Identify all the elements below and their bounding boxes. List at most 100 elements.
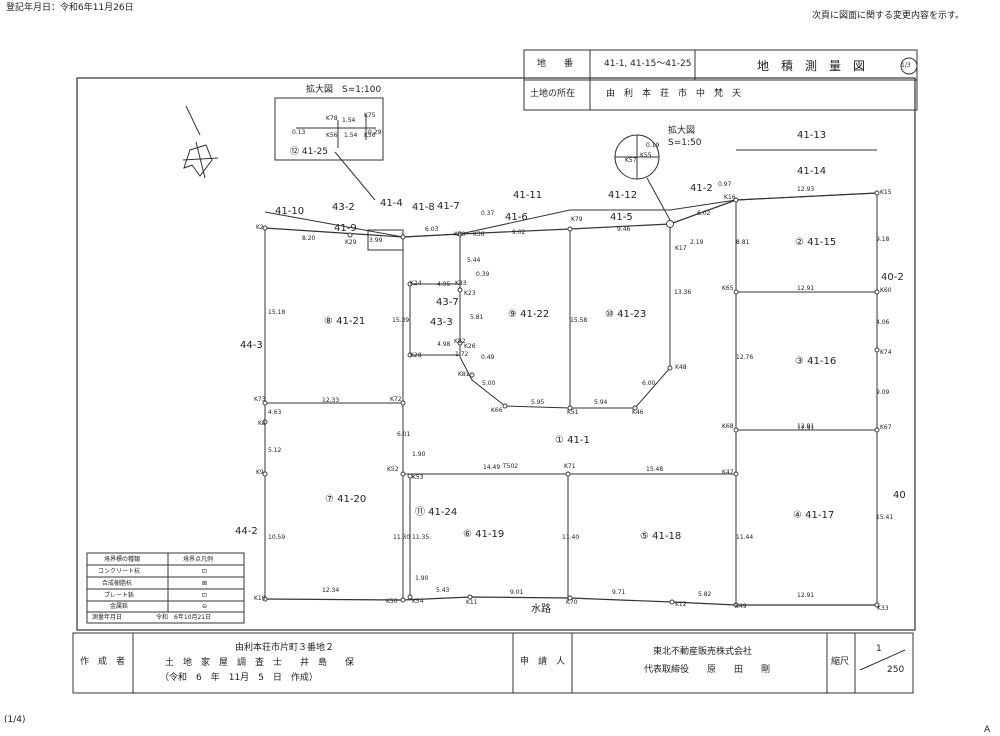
distance-label: 15.18 [268,309,286,316]
distance-label: 9.18 [876,236,890,243]
legend-symbol: ⊡ [202,592,208,599]
neighbor-lot: 41-9 [334,223,357,234]
enlarged-2-k2: K55 [640,152,652,159]
point-label: K15 [880,189,892,196]
lot-label: ⑩ 41-23 [605,309,647,320]
distance-label: 5.81 [470,314,484,321]
legend-header-type: 境界標の種類 [104,556,141,563]
distance-label: 5.12 [268,447,282,454]
enlarged-1-n4: 0.29 [368,129,382,136]
distance-label: 10.59 [268,534,286,541]
enlarged-1-k3: K75 [364,112,376,119]
legend-type: 金属鋲 [110,603,129,610]
lot-label: 43-3 [430,317,453,328]
distance-label: 4.06 [876,319,890,326]
legend-type: 合成樹脂杭 [102,580,133,587]
point-label: K11 [466,599,478,606]
scale-numerator: 1 [876,644,882,654]
point-label: K16 [724,194,736,201]
distance-label: 6.03 [425,226,439,233]
point-label: K17 [675,245,687,252]
distance-label: 11.44 [736,534,754,541]
distance-label: 5.94 [594,399,608,406]
distance-label: 12.91 [797,592,815,599]
point-label: K65 [722,285,734,292]
distance-label: 8.20 [302,235,316,242]
distance-label: 1.90 [415,575,429,582]
point-label: K52 [387,466,399,473]
neighbor-lot: 44-2 [235,526,258,537]
enlarged-1-title: 拡大図 S=1:100 [306,85,382,95]
lot-label: ⑥ 41-19 [463,529,505,540]
scale-label: 縮尺 [831,657,850,667]
distance-label: 9.71 [612,589,626,596]
neighbor-lot: 40 [893,490,906,501]
point-label: K80 [454,231,466,238]
lot-label: ④ 41-17 [793,510,835,521]
distance-label: 11.30 [393,534,411,541]
point-label: K26 [464,343,476,350]
neighbor-lot: 41-12 [608,190,638,201]
distance-label: 12.91 [797,285,815,292]
point-label: K8 [258,420,266,427]
distance-label: 0.37 [481,210,495,217]
point-label: K29 [345,239,357,246]
distance-label: 12.93 [797,186,815,193]
point-label: K24 [410,280,422,287]
lot-label: ① 41-1 [555,435,590,446]
sheet-page: (1/4) [4,715,26,725]
point-label: K71 [564,463,576,470]
location-label: 土地の所在 [530,89,576,99]
distance-label: 0.39 [476,271,490,278]
distance-label: 9.01 [510,589,524,596]
point-label: K49 [735,603,747,610]
distance-label: 12.34 [322,587,340,594]
point-label: K81 [458,371,470,378]
lot-label: ③ 41-16 [795,356,837,367]
neighbor-lot: 44-3 [240,340,263,351]
distance-label: 5.95 [531,399,545,406]
point-label: K54 [412,598,424,605]
enlarged-1-k2: K56 [326,132,338,139]
neighbor-lot: 43-7 [436,297,459,308]
distance-label: 13.36 [674,289,692,296]
page-number: 1/3 [901,62,911,69]
lot-label: ⑤ 41-18 [640,531,682,542]
enlarged-1-n2: 1.54 [344,132,358,139]
chiban-label: 地 番 [537,59,574,69]
neighbor-lot: 41-8 [412,202,435,213]
distance-label: 9.46 [617,226,631,233]
distance-label: 6.01 [397,431,411,438]
distance-label: 15.58 [570,317,588,324]
point-label: K28 [410,352,422,359]
author-label: 作 成 者 [80,657,126,667]
point-label: K9 [256,469,264,476]
distance-label: 6.00 [642,380,656,387]
distance-label: 9.02 [512,229,526,236]
distance-label: 3.99 [369,237,383,244]
distance-label: 14.49 [483,464,501,471]
point-label: K82 [454,338,466,345]
survey-date: 令和 6年10月21日 [156,614,212,621]
point-label: K68 [722,423,734,430]
distance-label: 4.98 [437,341,451,348]
location-value: 由 利 本 荘 市 中 梵 天 [606,89,742,99]
neighbor-lot: 41-5 [610,212,633,223]
point-label: K66 [491,407,503,414]
point-label: K83 [455,280,467,287]
distance-label: 1.72 [455,351,469,358]
lot-label: ② 41-15 [795,237,837,248]
lot-label: ⑦ 41-20 [325,494,367,505]
point-label: K72 [390,396,402,403]
distance-label: 11.40 [562,534,580,541]
neighbor-waterway: 水路 [531,604,551,615]
registration-date: 登記年月日：令和6年11月26日 [6,3,134,13]
distance-label: 0.97 [718,181,732,188]
legend-type: プレート鋲 [104,592,135,599]
legend-header-symbol: 境界点凡例 [183,556,214,563]
enlarged-2-k1: K57 [625,157,637,164]
neighbor-lot: 41-14 [797,166,827,177]
page-title: 地 積 測 量 図 [757,59,866,73]
point-label: T502 [503,463,519,470]
